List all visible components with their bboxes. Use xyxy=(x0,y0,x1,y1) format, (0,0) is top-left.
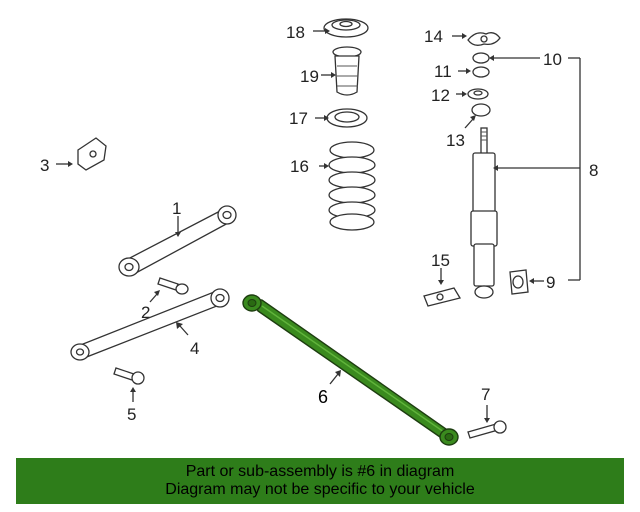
callout-1: 1 xyxy=(172,199,181,218)
callout-16: 16 xyxy=(290,157,309,176)
part-13-bushing-cap xyxy=(464,103,491,129)
callout-7: 7 xyxy=(481,385,490,404)
callout-18: 18 xyxy=(286,23,305,42)
part-7-bolt xyxy=(467,405,507,439)
part-17-insulator xyxy=(315,108,368,128)
callout-17: 17 xyxy=(289,109,308,128)
fitment-notice-banner: Part or sub-assembly is #6 in diagram Di… xyxy=(16,458,624,504)
part-4-lower-arm xyxy=(70,288,230,361)
part-6-lateral-rod xyxy=(242,294,459,446)
part-5-bolt xyxy=(113,367,145,402)
callout-12: 12 xyxy=(431,86,450,105)
callout-5: 5 xyxy=(127,405,136,424)
callout-19: 19 xyxy=(300,67,319,86)
part-2-bolt xyxy=(149,277,189,303)
callout-11: 11 xyxy=(434,62,452,81)
part-11-washer xyxy=(458,66,490,78)
part-8-shock-absorber xyxy=(470,127,580,299)
part-14-upper-bracket xyxy=(452,32,501,46)
part-19-bump-stop xyxy=(321,46,362,96)
part-15-bracket-plate xyxy=(423,268,462,307)
callout-4: 4 xyxy=(190,339,199,358)
part-1-upper-arm xyxy=(118,205,237,277)
part-3-bracket xyxy=(56,137,107,171)
banner-line-2: Diagram may not be specific to your vehi… xyxy=(165,481,475,498)
callout-8: 8 xyxy=(589,161,598,180)
callout-3: 3 xyxy=(40,156,49,175)
part-10-bushing xyxy=(472,52,540,64)
part-16-coil-spring xyxy=(319,141,376,231)
part-12-nut xyxy=(456,88,489,100)
callout-10: 10 xyxy=(543,50,562,69)
bracket-line-10-8-9 xyxy=(568,57,581,281)
part-18-spring-seat xyxy=(313,18,369,38)
callout-9: 9 xyxy=(546,273,555,292)
callout-13: 13 xyxy=(446,131,465,150)
banner-line-1: Part or sub-assembly is #6 in diagram xyxy=(185,463,455,480)
callout-15: 15 xyxy=(431,251,450,270)
callout-6: 6 xyxy=(318,387,328,407)
callout-2: 2 xyxy=(141,303,150,322)
callout-14: 14 xyxy=(424,27,443,46)
part-9-lower-bushing xyxy=(509,269,544,295)
